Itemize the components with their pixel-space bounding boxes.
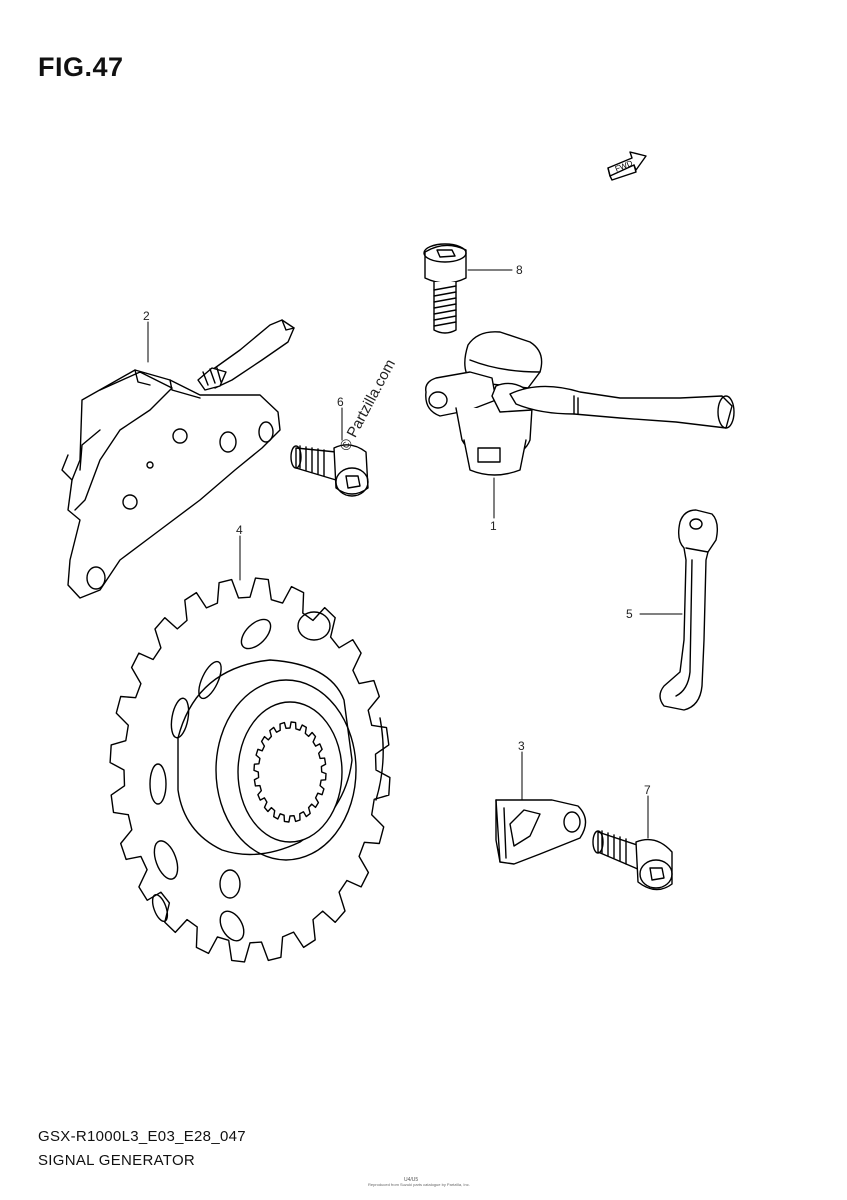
part-4-sprocket bbox=[109, 577, 391, 963]
part-3-bracket bbox=[495, 799, 587, 865]
model-code: GSX-R1000L3_E03_E28_047 bbox=[38, 1128, 246, 1145]
callout-6: 6 bbox=[337, 395, 344, 409]
figure-title: FIG.47 bbox=[38, 52, 124, 82]
callout-4: 4 bbox=[236, 523, 243, 537]
callout-3: 3 bbox=[518, 739, 525, 753]
leader-lines bbox=[147, 269, 683, 839]
watermark: © Partzilla.com bbox=[337, 357, 399, 454]
callout-7: 7 bbox=[644, 783, 651, 797]
part-5-clamp bbox=[659, 509, 719, 711]
forward-arrow-icon: FWD bbox=[607, 151, 647, 181]
fwd-label: FWD bbox=[614, 159, 634, 174]
part-7-bolt bbox=[592, 830, 673, 891]
section-name: SIGNAL GENERATOR bbox=[38, 1152, 196, 1169]
callout-1: 1 bbox=[490, 519, 497, 533]
part-6-bolt bbox=[290, 444, 369, 497]
part-2-rotor-plate bbox=[61, 319, 295, 599]
footer-copyright: Reproduced from Suzuki parts catalogue b… bbox=[368, 1182, 470, 1187]
part-8-bolt bbox=[423, 243, 467, 334]
footer-id: U4/U5 bbox=[404, 1177, 419, 1183]
part-1-sensor bbox=[425, 331, 735, 476]
callout-5: 5 bbox=[626, 607, 633, 621]
callout-2: 2 bbox=[143, 309, 150, 323]
callout-8: 8 bbox=[516, 263, 523, 277]
